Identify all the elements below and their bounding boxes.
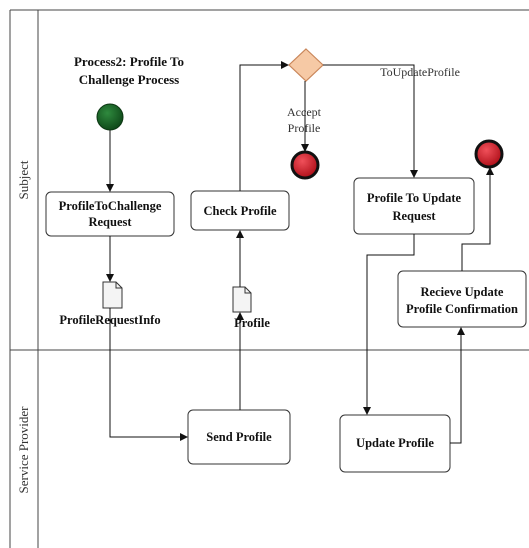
data-object-profile [232,286,252,313]
decision-gateway [288,48,324,82]
task-recieve-update-profile-confirmation[interactable]: Recieve Update Profile Confirmation [397,270,527,328]
pool-frame [9,9,529,548]
diagram-title-line2: Challenge Process [79,72,180,87]
task-check-profile[interactable]: Check Profile [190,190,290,231]
task-label: ProfileToChallenge [59,199,162,213]
flow-confirmation-to-end [461,167,494,271]
task-update-profile[interactable]: Update Profile [339,414,451,473]
task-label: Profile To Update [367,191,462,205]
flow-data-to-send-profile [109,308,188,441]
flow-gateway-to-update-request [323,64,418,178]
task-label: Request [88,215,132,229]
flow-update-profile-to-confirmation [450,327,465,444]
task-label: Check Profile [203,204,276,218]
start-event [96,103,124,131]
task-label: Send Profile [206,430,272,444]
flow-label-to-update-profile: ToUpdateProfile [380,65,460,79]
task-label: Update Profile [356,436,434,450]
task-profile-to-challenge-request[interactable]: ProfileToChallenge Request [45,191,175,237]
end-event-accept [290,150,320,180]
lane-label-service-provider: Service Provider [16,406,31,494]
task-send-profile[interactable]: Send Profile [187,409,291,465]
task-label: Recieve Update [421,285,504,299]
flow-label-accept-profile: Accept [287,105,322,119]
lane-label-subject: Subject [16,160,31,199]
flow-check-to-gateway [239,61,289,191]
flow-label-accept-profile: Profile [288,121,321,135]
end-event-update [474,139,504,169]
data-object-profile-request-info [102,281,123,309]
flow-update-request-to-update-profile [363,234,415,415]
task-label: Request [392,209,436,223]
connectors [106,61,494,444]
task-label: Profile Confirmation [406,302,518,316]
task-profile-to-update-request[interactable]: Profile To Update Request [353,177,475,235]
diagram-title-line1: Process2: Profile To [74,54,184,69]
